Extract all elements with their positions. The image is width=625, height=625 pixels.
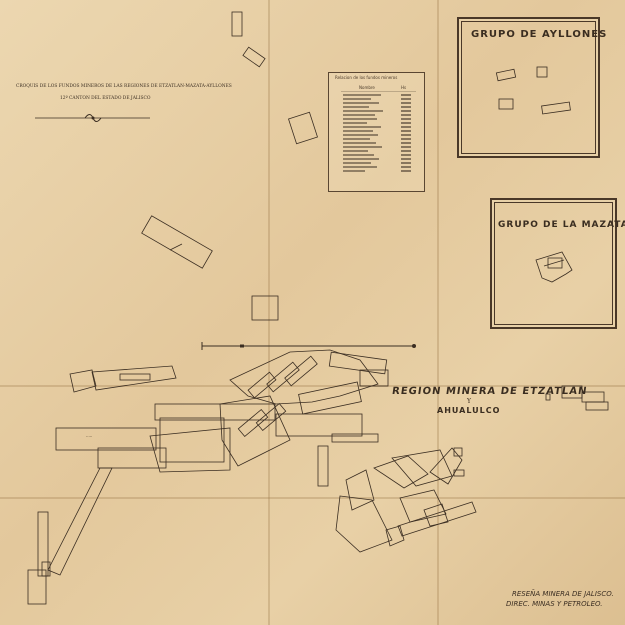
credits-line1: RESEÑA MINERA DE JALISCO. <box>512 590 614 598</box>
ayllones-claims <box>495 66 571 115</box>
region-subtitle: AHUALULCO <box>437 406 501 415</box>
region-title-connector: Y <box>467 398 471 405</box>
inset-mazata: GRUPO DE LA MAZATA <box>490 198 625 329</box>
claims-legend-table: Relacion de los fundos mineros Nombre Hs <box>328 72 425 192</box>
label-scribble-1: ····· <box>86 434 93 439</box>
fold-vertical-left <box>268 0 270 625</box>
header-scroll-ornament <box>35 114 150 122</box>
legend-rows <box>341 91 416 172</box>
fold-horizontal-bottom <box>0 497 625 499</box>
mazata-claims <box>535 251 573 283</box>
inset-ayllones-title: GRUPO DE AYLLONES <box>471 29 608 40</box>
map-header-line2: 12º CANTON DEL ESTADO DE JALISCO <box>60 96 151 101</box>
legend-col-name: Nombre <box>359 85 375 90</box>
legend-col-ha: Hs <box>401 85 407 90</box>
fold-vertical-right <box>437 0 439 625</box>
fold-horizontal-top <box>0 385 625 387</box>
legend-header: Relacion de los fundos mineros <box>335 75 398 80</box>
map-header-line1: CROQUIS DE LOS FUNDOS MINEROS DE LAS REG… <box>16 84 232 89</box>
credits-line2: DIREC. MINAS Y PETROLEO. <box>506 600 603 608</box>
inset-mazata-title: GRUPO DE LA MAZATA <box>498 220 625 230</box>
inset-ayllones: GRUPO DE AYLLONES <box>457 17 606 158</box>
scale-bar <box>201 342 416 350</box>
